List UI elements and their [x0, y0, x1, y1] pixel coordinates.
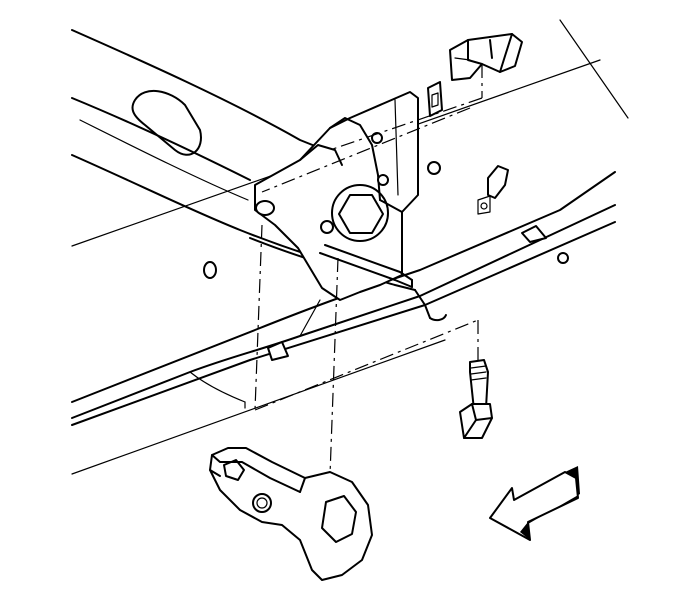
arrow-icon	[489, 466, 580, 541]
bracket-tabs	[427, 81, 509, 215]
crossmember	[71, 171, 616, 426]
key-hex-hole	[321, 495, 357, 543]
torsion-bar-key	[209, 447, 373, 581]
retainer-clip	[449, 33, 523, 81]
adjuster-bolt	[459, 359, 493, 439]
mounting-bracket	[254, 91, 419, 301]
torsion-bar-socket	[331, 184, 389, 242]
rivet-hole	[203, 261, 217, 279]
rivet-hole	[557, 252, 569, 264]
alignment-lines	[254, 64, 483, 476]
rivet-hole	[267, 341, 289, 361]
torsion-bar	[319, 244, 413, 288]
rivet-hole	[521, 225, 547, 243]
frame-slot	[131, 89, 202, 156]
key-bore	[252, 493, 272, 513]
